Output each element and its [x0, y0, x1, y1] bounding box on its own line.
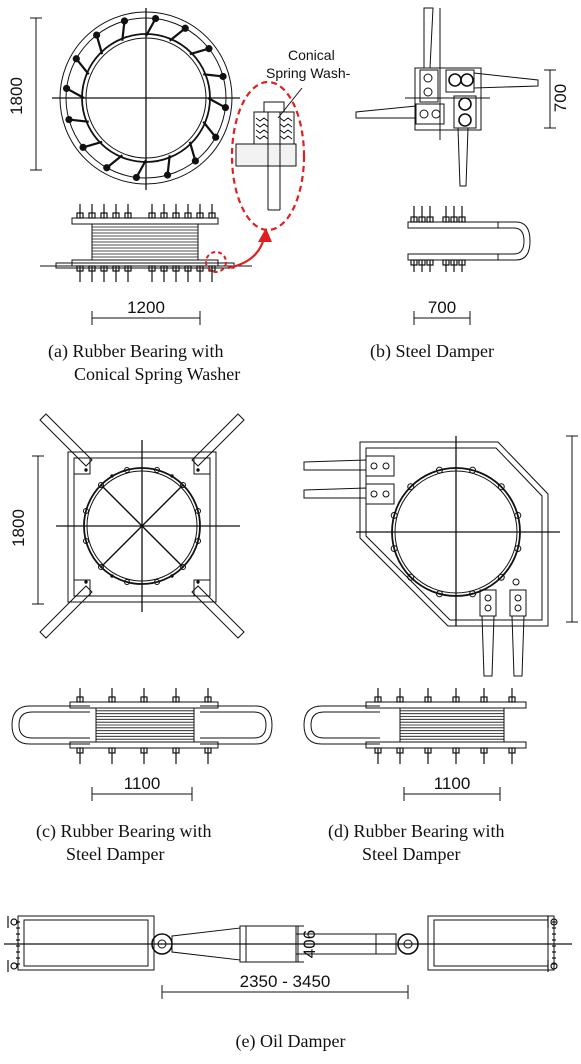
panel-c-width-label: 1100: [124, 774, 161, 793]
panel-b-width-dimension: [413, 311, 471, 325]
caption-b-line-1: (b) Steel Damper: [370, 341, 494, 361]
panel-b-plan-view: [355, 7, 539, 187]
panel-a-height-dimension: [30, 17, 42, 171]
caption-a-line-1: (a) Rubber Bearing with: [48, 341, 224, 361]
caption-d-line-1: (d) Rubber Bearing with: [328, 821, 505, 841]
detail-source-circle: [205, 251, 227, 273]
panel-e-diameter-label: 406: [300, 930, 319, 958]
caption-a-line-2: Conical Spring Washer: [74, 364, 241, 384]
panel-c-height-label: 1800: [9, 509, 28, 547]
panel-a-plan-view: [52, 8, 240, 190]
panel-e-length-dimension: [161, 985, 409, 999]
panel-c-plan-view: [39, 413, 245, 639]
panel-b-width-label: 700: [428, 298, 456, 317]
panel-d-height-dimension: [566, 435, 578, 623]
panel-a-height-label: 1800: [7, 77, 26, 115]
caption-b: (b) Steel Damper: [370, 340, 494, 363]
panel-e-diameter-dimension: [292, 925, 304, 963]
caption-c-line-1: (c) Rubber Bearing with: [36, 821, 212, 841]
callout-line-2: Spring Wash-: [266, 65, 351, 81]
callout-leader: [277, 87, 303, 119]
caption-c: (c) Rubber Bearing with Steel Damper: [36, 820, 211, 866]
detail-arrowhead: [258, 228, 272, 242]
panel-d-width-label: 1100: [434, 774, 471, 793]
panel-a-elevation-view: [40, 204, 252, 282]
caption-c-line-2: Steel Damper: [66, 844, 165, 864]
panel-c-elevation-view: [11, 688, 273, 764]
panel-d-elevation-view: [303, 688, 527, 764]
panel-b-height-label: 700: [551, 84, 570, 112]
panel-d-plan-view: [303, 436, 560, 677]
caption-d: (d) Rubber Bearing with Steel Damper: [328, 820, 504, 866]
spring-washer-detail: [235, 101, 297, 211]
panel-e-length-label: 2350 - 3450: [240, 972, 331, 991]
caption-a: (a) Rubber Bearing with Conical Spring W…: [48, 340, 240, 386]
caption-d-line-2: Steel Damper: [362, 844, 461, 864]
panel-a-width-label: 1200: [127, 298, 165, 317]
caption-e-line-1: (e) Oil Damper: [235, 1031, 346, 1051]
panel-a-width-dimension: [91, 311, 201, 325]
panel-e-oil-damper: [4, 915, 572, 972]
panel-b-height-dimension: [544, 69, 556, 129]
panel-d-width-dimension: [403, 787, 501, 801]
detail-highlight-ellipse: [230, 80, 306, 232]
panel-b-elevation-view: [407, 206, 531, 272]
callout-line-1: Conical: [288, 47, 335, 63]
panel-c-height-dimension: [32, 455, 44, 605]
caption-e: (e) Oil Damper: [0, 1030, 581, 1053]
panel-c-width-dimension: [91, 787, 193, 801]
